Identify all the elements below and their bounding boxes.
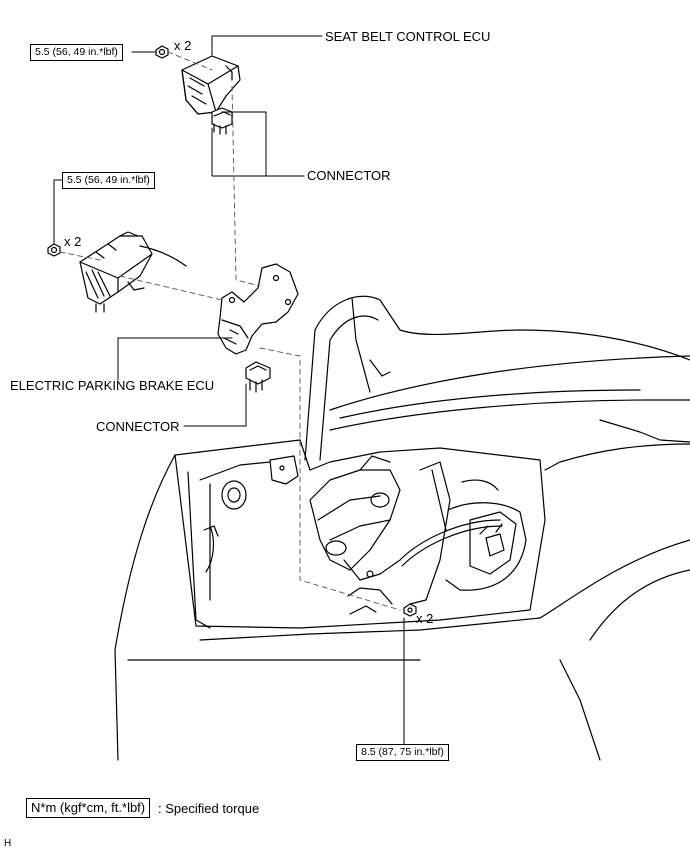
label-connector-2: CONNECTOR bbox=[96, 419, 180, 434]
phantom-lines bbox=[59, 51, 401, 611]
seat-belt-control-ecu-drawing bbox=[155, 45, 241, 135]
label-electric-parking-brake-ecu: ELECTRIC PARKING BRAKE ECU bbox=[10, 378, 215, 393]
legend-description: : Specified torque bbox=[158, 801, 260, 816]
torque-spec-seat-belt-ecu: 5.5 (56, 49 in.*lbf) bbox=[30, 44, 123, 61]
parking-brake-ecu-nut-icon bbox=[47, 243, 61, 257]
torque-spec-parking-brake-ecu: 5.5 (56, 49 in.*lbf) bbox=[62, 172, 155, 189]
parking-brake-ecu-drawing bbox=[47, 231, 299, 393]
quantity-seat-belt-ecu: x 2 bbox=[174, 38, 192, 53]
bracket-nut-icon bbox=[403, 603, 417, 617]
vehicle-rear-body-drawing bbox=[114, 295, 690, 761]
label-connector-1: CONNECTOR bbox=[307, 168, 391, 183]
seat-belt-ecu-nut-icon bbox=[155, 45, 169, 59]
parking-brake-ecu-connector-icon bbox=[245, 361, 271, 393]
label-seat-belt-control-ecu: SEAT BELT CONTROL ECU bbox=[325, 29, 491, 44]
leader-lines bbox=[53, 35, 405, 747]
corner-mark: H bbox=[4, 838, 12, 849]
legend-unit-box: N*m (kgf*cm, ft.*lbf) bbox=[26, 798, 151, 818]
torque-spec-bracket: 8.5 (87, 75 in.*lbf) bbox=[356, 744, 449, 761]
quantity-parking-brake-ecu: x 2 bbox=[64, 234, 82, 249]
quantity-bracket: x 2 bbox=[416, 611, 434, 626]
